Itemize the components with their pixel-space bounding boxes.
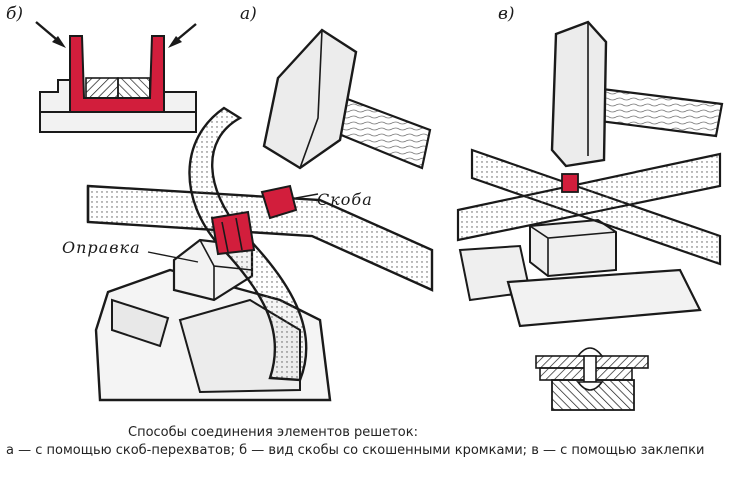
bar-section-left — [85, 77, 119, 99]
panel-b-staple-detail — [35, 21, 197, 133]
bevel-arrow-right — [168, 23, 197, 48]
staple-label: Скоба — [317, 190, 373, 209]
support-right — [506, 268, 702, 328]
lattice-joining-diagram — [35, 20, 724, 411]
bar-section-right — [117, 77, 151, 99]
hammer-a-head — [262, 28, 358, 170]
bevel-arrow-left — [35, 21, 66, 48]
panel-a-staple-joining — [86, 28, 434, 402]
rivet-anvil — [529, 218, 617, 278]
hammer-v — [550, 20, 724, 168]
panel-v-label: в) — [498, 4, 515, 24]
staple-red-profile — [69, 35, 165, 113]
red-staple-loose — [260, 184, 298, 220]
rivet-red — [561, 173, 579, 193]
hammer-v-head — [550, 20, 608, 168]
rivet-section-detail — [535, 347, 649, 411]
panel-v-rivet-joining — [456, 20, 724, 411]
red-staple-on-mandrel — [210, 210, 256, 256]
rivet-head — [576, 347, 604, 357]
cross-bar-2 — [456, 152, 722, 242]
panel-b-label: б) — [6, 4, 24, 24]
hammer-a — [262, 28, 432, 170]
caption-title: Способы соединения элементов решеток: — [128, 425, 418, 440]
staple-base-bottom — [39, 111, 197, 133]
hammer-v-handle — [590, 86, 724, 138]
panel-a-label: а) — [240, 4, 257, 24]
figure-caption: Способы соединения элементов решеток: а … — [0, 424, 750, 460]
caption-body: а — с помощью скоб-перехватов; б — вид с… — [6, 443, 705, 458]
mandrel-label: Оправка — [62, 238, 141, 257]
